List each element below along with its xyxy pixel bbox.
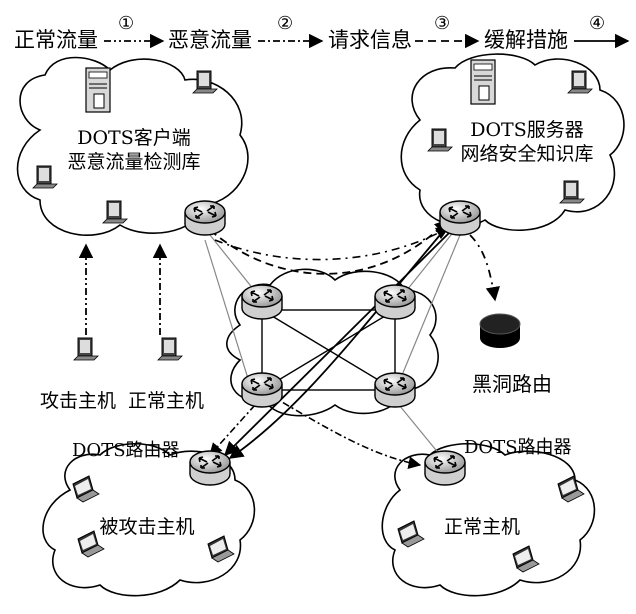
client-label-line1: DOTS客户端	[77, 127, 191, 149]
dots-router-left-icon	[189, 450, 231, 486]
core-router-icon	[241, 372, 283, 408]
dots-router-right-label: DOTS路由器	[464, 437, 572, 458]
flow-marker-1: ①	[118, 13, 134, 34]
normal-host-label: 正常主机	[128, 390, 204, 412]
dots-router-left-label: DOTS路由器	[72, 440, 180, 461]
request-arrow-inner	[214, 227, 450, 261]
core-to-normal-arrow	[269, 394, 422, 470]
mitigation-arrow-2	[228, 234, 441, 459]
flow-marker-2: ②	[277, 13, 293, 34]
core-router-icon	[241, 284, 283, 320]
flow-step-normal: 正常流量	[14, 28, 98, 52]
flow-marker-3: ③	[434, 13, 450, 34]
client-router-icon	[184, 200, 226, 236]
client-server-icon	[85, 67, 111, 113]
server-router-icon	[439, 200, 481, 236]
attack-host-label: 攻击主机	[40, 390, 116, 412]
normal-host-icon	[157, 337, 183, 361]
server-label-line1: DOTS服务器	[470, 119, 584, 141]
server-label-line2: 网络安全知识库	[460, 143, 593, 165]
flow-marker-4: ④	[589, 13, 605, 34]
client-label-line2: 恶意流量检测库	[67, 151, 200, 173]
flow-legend: 正常流量 ① 恶意流量 ② 请求信息 ③ 缓解措施 ④	[14, 13, 630, 52]
flow-step-mitigation: 缓解措施	[484, 28, 568, 52]
blackhole-router-icon	[479, 313, 521, 348]
attack-host-icon	[73, 337, 99, 361]
blackhole-label: 黑洞路由	[472, 372, 552, 396]
flow-step-malicious: 恶意流量	[168, 28, 252, 52]
attacked-host-cloud-label: 被攻击主机	[99, 516, 194, 538]
client-cloud	[16, 56, 249, 236]
client-pc-icon	[192, 70, 218, 94]
dots-router-right-icon	[424, 450, 466, 486]
core-router-icon	[374, 284, 416, 320]
core-to-attacked-arrow	[209, 404, 256, 456]
core-router-icon	[374, 372, 416, 408]
blackhole-arrow	[469, 234, 500, 302]
normal-host-cloud-label: 正常主机	[444, 516, 520, 538]
request-arrow-outer	[209, 218, 450, 275]
knowledge-server-icon	[470, 59, 496, 105]
flow-step-request: 请求信息	[328, 28, 412, 52]
core-mesh	[261, 309, 396, 391]
